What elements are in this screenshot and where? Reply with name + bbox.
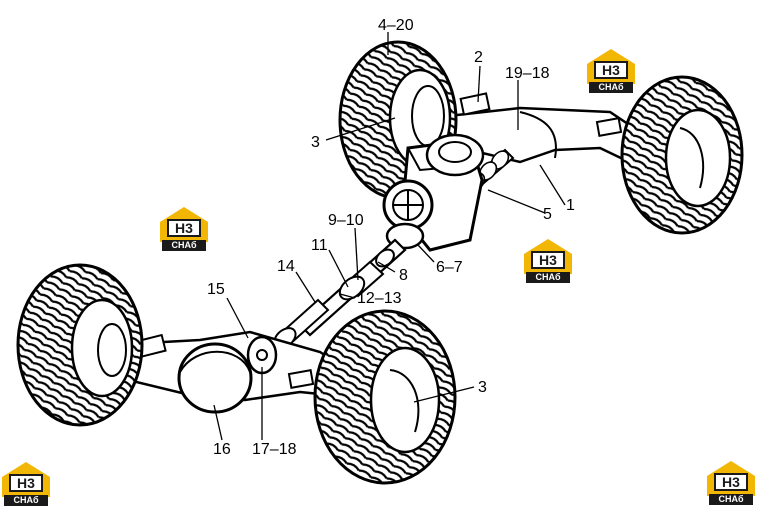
front-differential (177, 335, 278, 414)
leader-lines (213, 32, 566, 441)
rear-right-wheel (620, 75, 744, 235)
callout-8: 8 (399, 267, 408, 284)
watermark-logo: H3 CHAб (705, 460, 757, 506)
callout-6-7: 6–7 (436, 259, 463, 276)
watermark-logo: H3 CHAб (522, 238, 574, 284)
callout-15: 15 (207, 281, 225, 298)
callout-16: 16 (213, 441, 231, 458)
callout-9-10: 9–10 (328, 212, 364, 229)
callout-11: 11 (311, 237, 328, 254)
front-drive-shaft (273, 238, 407, 349)
callout-17-18: 17–18 (252, 441, 297, 458)
transfer-case (382, 133, 485, 252)
callout-2: 2 (474, 49, 483, 66)
callout-14: 14 (277, 258, 295, 275)
front-right-wheel (313, 309, 457, 485)
front-left-wheel (16, 263, 144, 427)
callout-4-20: 4–20 (378, 17, 414, 34)
watermark-logo: H3 CHAб (0, 461, 52, 507)
watermark-logo: H3 CHAб (585, 48, 637, 94)
callout-3-top: 3 (311, 134, 320, 151)
callout-5: 5 (543, 206, 552, 223)
callout-1: 1 (566, 197, 575, 214)
callout-12-13: 12–13 (357, 290, 402, 307)
callout-19-18: 19–18 (505, 65, 550, 82)
watermark-logo: H3 CHAб (158, 206, 210, 252)
callout-3-bottom: 3 (478, 379, 487, 396)
